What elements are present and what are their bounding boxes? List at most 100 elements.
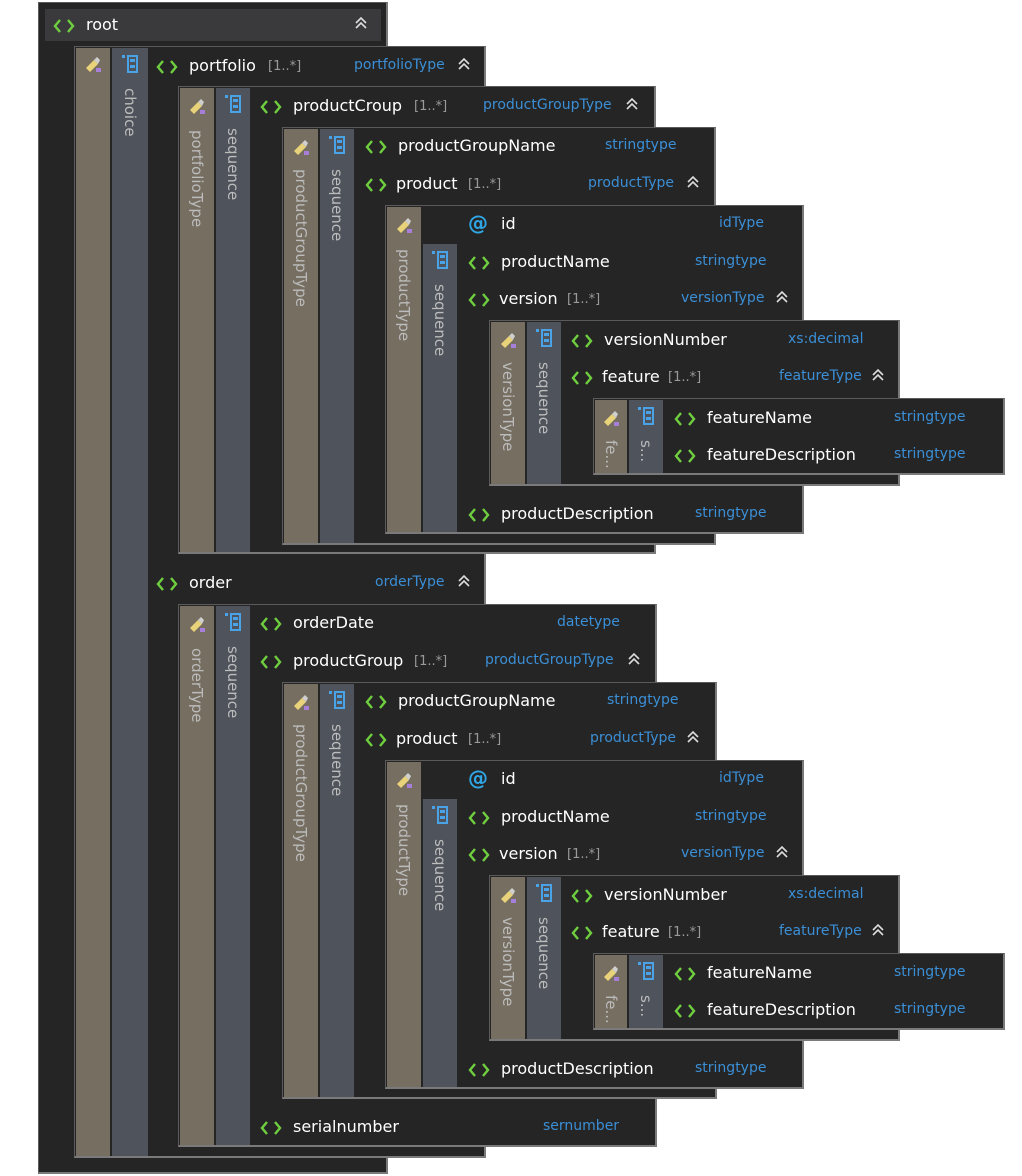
featuredescription-row[interactable]: featureDescription stringtype: [674, 442, 994, 470]
attribute-icon: @: [468, 766, 488, 790]
collapse-icon[interactable]: [774, 843, 790, 861]
id-name: id: [501, 214, 516, 233]
order-featurename-type[interactable]: stringtype: [894, 964, 966, 980]
order-productdescription-type[interactable]: stringtype: [695, 1060, 767, 1076]
order-sequence-bar[interactable]: sequence: [216, 606, 250, 1145]
order-versionnumber-row[interactable]: versionNumber xs:decimal: [571, 882, 891, 910]
productdescription-row[interactable]: productDescription stringtype: [468, 501, 788, 529]
collapse-icon[interactable]: [626, 650, 642, 668]
order-productgroup-type-bar[interactable]: productGroupType: [284, 684, 318, 1097]
order-version-type[interactable]: versionType: [681, 845, 765, 861]
order-feature-cardinality: [1..*]: [668, 925, 702, 940]
id-row[interactable]: @ id idType: [468, 211, 788, 239]
productdescription-type[interactable]: stringtype: [695, 505, 767, 521]
productname-type[interactable]: stringtype: [695, 253, 767, 269]
order-product-row[interactable]: product [1..*] productType: [365, 726, 705, 754]
portfolio-row[interactable]: portfolio [1..*] portfolioType: [156, 53, 476, 81]
element-icon: [571, 334, 593, 348]
order-versionnumber-type[interactable]: xs:decimal: [788, 886, 864, 902]
order-featurename-row[interactable]: featureName stringtype: [674, 960, 994, 988]
type-edit-icon: [501, 333, 516, 348]
order-productdescription-name: productDescription: [501, 1059, 654, 1078]
order-name: order: [189, 573, 232, 592]
order-id-type[interactable]: idType: [719, 770, 764, 786]
order-version-row[interactable]: version [1..*] versionType: [468, 841, 798, 869]
product-sequence-bar[interactable]: sequence: [423, 244, 457, 532]
order-featuredescription-type[interactable]: stringtype: [894, 1001, 966, 1017]
product-cardinality: [1..*]: [468, 177, 502, 192]
orderdate-type[interactable]: datetype: [557, 614, 620, 630]
collapse-icon[interactable]: [624, 95, 640, 113]
featurename-type[interactable]: stringtype: [894, 409, 966, 425]
choice-bar[interactable]: choice: [112, 48, 148, 1156]
root-titlebar[interactable]: [45, 9, 381, 41]
productgroup-type-bar[interactable]: productGroupType: [284, 129, 318, 543]
order-product-type-bar[interactable]: productType: [387, 762, 421, 1087]
order-product-type[interactable]: productType: [590, 730, 677, 746]
productname-row[interactable]: productName stringtype: [468, 249, 788, 277]
featuredescription-type[interactable]: stringtype: [894, 446, 966, 462]
order-productdescription-row[interactable]: productDescription stringtype: [468, 1056, 788, 1084]
root-row[interactable]: root: [53, 12, 373, 40]
order-row[interactable]: order orderType: [156, 570, 476, 598]
collapse-icon[interactable]: [685, 728, 701, 746]
order-product-sequence-bar[interactable]: sequence: [423, 799, 457, 1087]
order-version-type-bar[interactable]: versionType: [491, 877, 525, 1039]
order-id-row[interactable]: @ id idType: [468, 766, 788, 794]
root-type-bar[interactable]: [76, 48, 110, 1156]
serialnumber-row[interactable]: serialnumber sernumber: [260, 1114, 640, 1142]
sequence-icon: [432, 251, 448, 269]
order-feature-sequence-bar[interactable]: s...: [629, 955, 663, 1028]
order-productgroup-row[interactable]: productGroup [1..*] productGroupType: [260, 648, 650, 676]
id-type[interactable]: idType: [719, 215, 764, 231]
element-icon: [156, 60, 178, 74]
order-productgroup-sequence-bar[interactable]: sequence: [320, 684, 354, 1097]
collapse-icon[interactable]: [456, 572, 472, 590]
order-feature-type[interactable]: featureType: [779, 923, 862, 939]
portfolio-sequence-bar[interactable]: sequence: [216, 88, 250, 552]
product-type[interactable]: productType: [588, 175, 675, 191]
version-type[interactable]: versionType: [681, 290, 765, 306]
order-feature-row[interactable]: feature [1..*] featureType: [571, 919, 891, 947]
order-version-sequence-bar[interactable]: sequence: [527, 877, 561, 1039]
collapse-icon[interactable]: [685, 173, 701, 191]
order-featuredescription-row[interactable]: featureDescription stringtype: [674, 997, 994, 1025]
versionnumber-row[interactable]: versionNumber xs:decimal: [571, 327, 891, 355]
feature-row[interactable]: feature [1..*] featureType: [571, 364, 891, 392]
productgroup-row[interactable]: productCroup [1..*] productGroupType: [260, 93, 650, 121]
productgroupname-type[interactable]: stringtype: [605, 137, 677, 153]
order-productname-row[interactable]: productName stringtype: [468, 804, 788, 832]
version-row[interactable]: version [1..*] versionType: [468, 286, 798, 314]
productgroupname-row[interactable]: productGroupName stringtype: [365, 133, 705, 161]
order-productgroupname-row[interactable]: productGroupName stringtype: [365, 688, 705, 716]
product-type-bar[interactable]: productType: [387, 207, 421, 532]
feature-type[interactable]: featureType: [779, 368, 862, 384]
orderdate-row[interactable]: orderDate datetype: [260, 610, 640, 638]
collapse-icon[interactable]: [870, 921, 886, 939]
order-productgroup-type[interactable]: productGroupType: [485, 652, 614, 668]
productgroup-type[interactable]: productGroupType: [483, 97, 612, 113]
serialnumber-type[interactable]: sernumber: [543, 1118, 620, 1134]
feature-sequence-bar[interactable]: s...: [629, 400, 663, 473]
version-sequence-bar[interactable]: sequence: [527, 322, 561, 484]
version-type-bar[interactable]: versionType: [491, 322, 525, 484]
order-productgroupname-name: productGroupName: [398, 691, 556, 710]
order-type-bar[interactable]: orderType: [180, 606, 214, 1145]
featurename-row[interactable]: featureName stringtype: [674, 405, 994, 433]
type-edit-icon: [604, 966, 619, 981]
product-row[interactable]: product [1..*] productType: [365, 171, 705, 199]
collapse-icon[interactable]: [456, 55, 472, 73]
order-type[interactable]: orderType: [375, 574, 445, 590]
feature-type-bar[interactable]: fe...: [595, 400, 627, 473]
collapse-icon[interactable]: [774, 288, 790, 306]
version-type-label: versionType: [499, 362, 517, 452]
versionnumber-type[interactable]: xs:decimal: [788, 331, 864, 347]
portfolio-type-bar[interactable]: portfolioType: [180, 88, 214, 552]
collapse-icon[interactable]: [870, 366, 886, 384]
productgroup-sequence-bar[interactable]: sequence: [320, 129, 354, 543]
portfolio-type[interactable]: portfolioType: [354, 57, 445, 73]
order-productname-type[interactable]: stringtype: [695, 808, 767, 824]
collapse-icon[interactable]: [353, 14, 369, 32]
order-feature-type-bar[interactable]: fe...: [595, 955, 627, 1028]
order-productgroupname-type[interactable]: stringtype: [607, 692, 679, 708]
